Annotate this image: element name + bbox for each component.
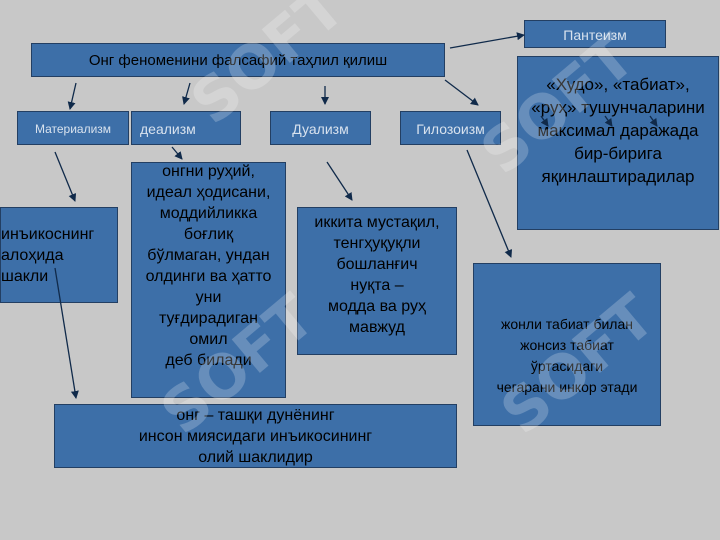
- idealism-description-box: онгни руҳий, идеал ҳодисани, моддийликка…: [131, 162, 286, 398]
- arrow-title-to-materialism: [67, 82, 77, 110]
- dualism-description-box: иккита мустақил, тенгҳуқуқли бошланғич н…: [297, 207, 457, 355]
- title-text: Онг феноменини фалсафий таҳлил қилиш: [88, 52, 388, 69]
- arrow-title-to-hylozoism: [444, 79, 479, 106]
- idealism-box: деализм: [131, 111, 241, 145]
- arrow-idealism-to-desc: [171, 146, 183, 160]
- arrow-title-to-idealism: [182, 82, 191, 105]
- pantheism-label: Пантеизм: [563, 27, 627, 43]
- hylozoism-description: жонли табиат билан жонсиз табиат ўртасид…: [496, 316, 638, 395]
- pantheism-description: «Худо», «табиат», «руҳ» тушунчаларини ма…: [531, 75, 705, 186]
- materialism-label: Материализм: [34, 122, 112, 136]
- hylozoism-box: Гилозоизм: [400, 111, 501, 145]
- dualism-box: Дуализм: [270, 111, 371, 145]
- consciousness-text: онг – ташқи дунёнинг инсон миясидаги инъ…: [138, 407, 373, 466]
- pantheism-box: Пантеизм: [524, 20, 666, 48]
- consciousness-box: онг – ташқи дунёнинг инсон миясидаги инъ…: [54, 404, 457, 468]
- arrow-title-to-pantheism: [449, 32, 525, 49]
- pantheism-description-box: «Худо», «табиат», «руҳ» тушунчаларини ма…: [517, 56, 719, 230]
- idealism-description: онгни руҳий, идеал ҳодисани, моддийликка…: [145, 163, 272, 369]
- arrow-materialism-to-desc: [54, 151, 77, 202]
- dualism-description: иккита мустақил, тенгҳуқуқли бошланғич н…: [314, 214, 440, 336]
- materialism-description: инъикоснинг алоҳида шакли: [1, 226, 95, 285]
- dualism-label: Дуализм: [292, 121, 349, 137]
- hylozoism-label: Гилозоизм: [416, 121, 485, 137]
- idealism-label: деализм: [140, 121, 196, 137]
- hylozoism-description-box: жонли табиат билан жонсиз табиат ўртасид…: [473, 263, 661, 426]
- materialism-box: Материализм: [17, 111, 129, 145]
- arrow-hylozoism-to-desc: [466, 149, 513, 258]
- title-box: Онг феноменини фалсафий таҳлил қилиш: [31, 43, 445, 77]
- materialism-description-box: инъикоснинг алоҳида шакли: [0, 207, 118, 303]
- arrow-dualism-to-desc: [326, 161, 353, 201]
